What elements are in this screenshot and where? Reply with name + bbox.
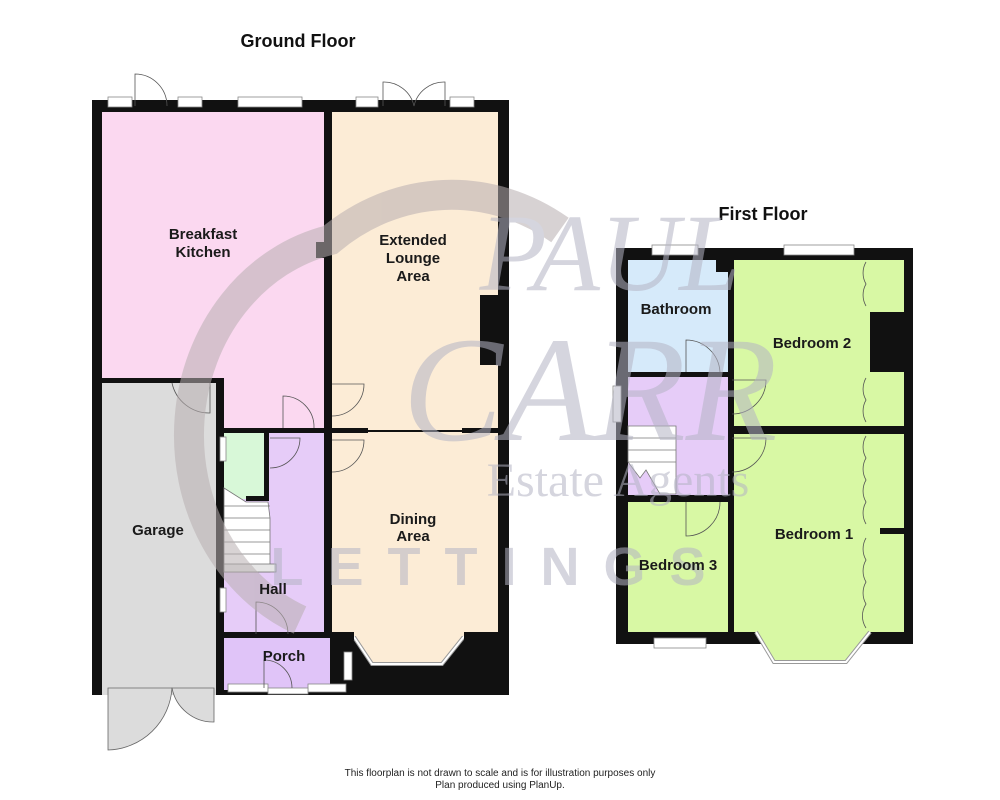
garage-top-wall <box>92 378 224 383</box>
footer-line-1: This floorplan is not drawn to scale and… <box>344 768 656 779</box>
chimney-breast <box>480 295 498 365</box>
room-cupboard <box>224 433 266 499</box>
bay-opening <box>354 632 464 636</box>
room-bedroom-3 <box>628 502 728 632</box>
label-lounge-3: Area <box>396 268 430 285</box>
label-dining-2: Area <box>396 528 430 545</box>
label-hall: Hall <box>259 581 287 598</box>
front-door[interactable] <box>263 659 293 689</box>
watermark-line1: PAUL <box>479 192 741 314</box>
first-floor-staircase <box>627 425 677 495</box>
bay-window-glass <box>351 633 467 665</box>
room-extended-lounge <box>332 112 498 430</box>
label-bedroom-1: Bedroom 1 <box>775 526 853 543</box>
wardrobe-door <box>862 537 867 629</box>
label-garage: Garage <box>132 522 184 539</box>
bay-window-dining <box>352 634 466 662</box>
label-breakfast-kitchen-2: Kitchen <box>175 244 230 261</box>
wall-segment <box>332 632 354 640</box>
label-bathroom: Bathroom <box>641 301 712 318</box>
room-dining-area <box>332 432 498 632</box>
room-bedroom-1 <box>734 434 904 632</box>
wardrobe-door <box>862 377 867 423</box>
lounge-french-doors[interactable] <box>382 81 446 107</box>
dining-door[interactable] <box>331 439 365 473</box>
footer-line-2: Plan produced using PlanUp. <box>435 780 565 791</box>
label-bedroom-2: Bedroom 2 <box>773 335 851 352</box>
watermark: PAUL CARR Estate Agents LETTINGS <box>173 179 778 634</box>
bay-window-glass <box>755 631 871 663</box>
porch-top-wall <box>224 632 332 638</box>
kitchen-passage <box>224 378 324 428</box>
watermark-line4: LETTINGS <box>271 537 730 597</box>
room-porch <box>224 638 330 690</box>
hall-top-wall <box>224 428 282 433</box>
label-dining-1: Dining <box>390 511 437 528</box>
bedroom-2-door <box>731 379 767 415</box>
bathroom-door <box>685 339 721 373</box>
first-floor: First Floor <box>612 204 913 664</box>
room-bedroom-2 <box>734 260 904 426</box>
bedroom-3-door <box>685 501 721 537</box>
cupboard-wall <box>246 496 269 501</box>
lounge-door[interactable] <box>331 383 365 417</box>
wall-nib <box>462 428 498 433</box>
first-floor-windows <box>612 244 855 649</box>
watermark-line2: CARR <box>403 307 778 473</box>
wardrobe-door <box>862 261 867 307</box>
label-lounge-2: Lounge <box>386 250 440 267</box>
wall-segment <box>464 632 509 642</box>
ground-floor-title: Ground Floor <box>241 31 356 51</box>
label-bedroom-3: Bedroom 3 <box>639 557 717 574</box>
first-floor-title: First Floor <box>719 204 808 224</box>
label-lounge-1: Extended <box>379 232 447 249</box>
cupboard-door[interactable] <box>269 437 301 469</box>
footer-disclaimer: This floorplan is not drawn to scale and… <box>0 768 1000 792</box>
ground-windows <box>107 96 475 695</box>
label-breakfast-kitchen-1: Breakfast <box>169 226 237 243</box>
bay-window-bedroom-1 <box>756 632 870 660</box>
garage-door-left[interactable] <box>107 687 173 751</box>
wall-nib <box>332 428 368 433</box>
watermark-line3: Estate Agents <box>487 454 750 507</box>
kitchen-hall-door[interactable] <box>282 395 315 429</box>
bedroom-1-door <box>731 437 767 473</box>
label-porch: Porch <box>263 648 306 665</box>
kitchen-back-door[interactable] <box>134 73 168 107</box>
garage-door-right[interactable] <box>171 687 215 723</box>
room-labels: Breakfast Kitchen Extended Lounge Area D… <box>132 226 853 665</box>
cupboard-wall <box>264 433 269 501</box>
wardrobe-door <box>862 435 867 525</box>
first-floor-doors[interactable] <box>685 261 867 629</box>
watermark-swoosh <box>173 179 569 634</box>
